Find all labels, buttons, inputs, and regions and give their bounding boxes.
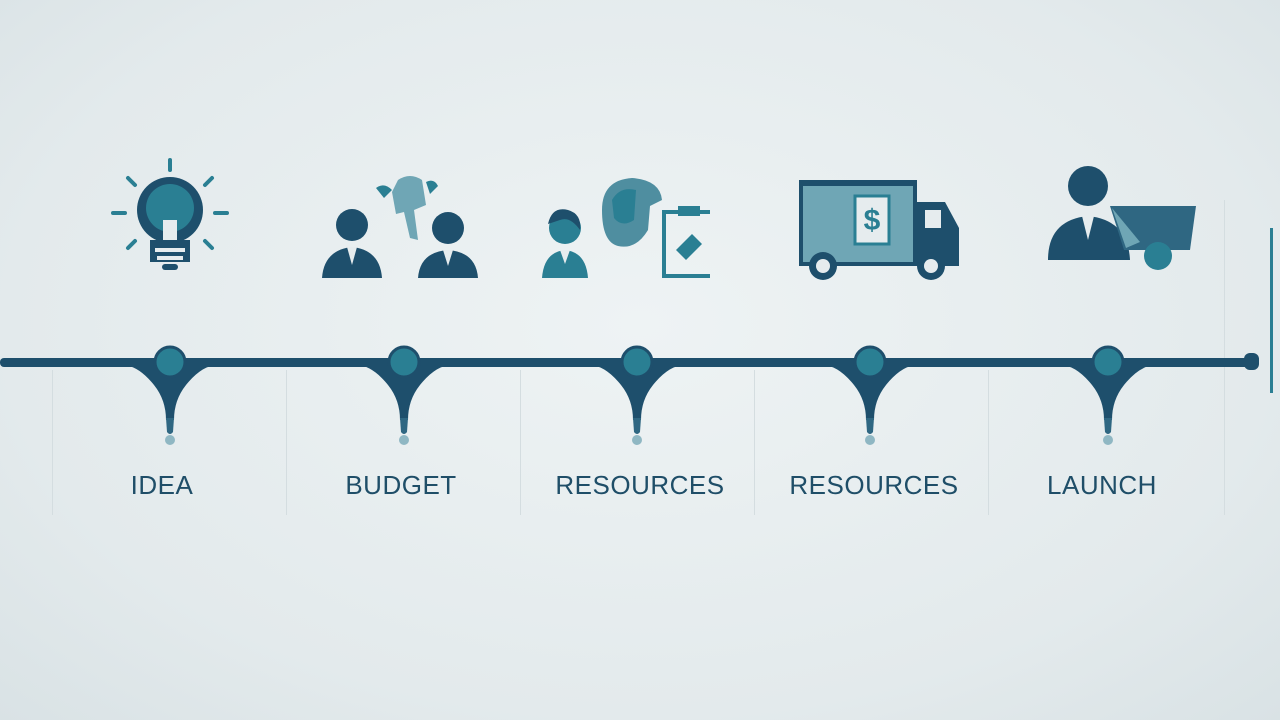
timeline-node (120, 340, 220, 450)
stage-label-launch: LAUNCH (1047, 470, 1157, 500)
person-vehicle-icon (1040, 150, 1210, 290)
delivery-truck-icon: $ (795, 150, 965, 290)
timeline-node (354, 340, 454, 450)
divider (754, 370, 755, 515)
dollar-sign-icon: $ (864, 204, 881, 237)
timeline-node (820, 340, 920, 450)
stage-label-budget: BUDGET (345, 470, 457, 500)
person-clipboard-icon (540, 150, 710, 290)
divider (520, 370, 521, 515)
timeline-end-cap (1244, 353, 1259, 370)
lightbulb-icon (85, 150, 255, 290)
partial-next-stage-icon (1270, 228, 1280, 393)
timeline-node (587, 340, 687, 450)
timeline-node (1058, 340, 1158, 450)
divider (1224, 200, 1225, 515)
divider (988, 370, 989, 515)
divider (286, 370, 287, 515)
stage-label-resources: RESOURCES (555, 470, 725, 500)
stage-label-resources-2: RESOURCES (789, 470, 959, 500)
stage-label-idea: IDEA (130, 470, 194, 500)
team-people-icon (318, 150, 488, 290)
divider (52, 370, 53, 515)
